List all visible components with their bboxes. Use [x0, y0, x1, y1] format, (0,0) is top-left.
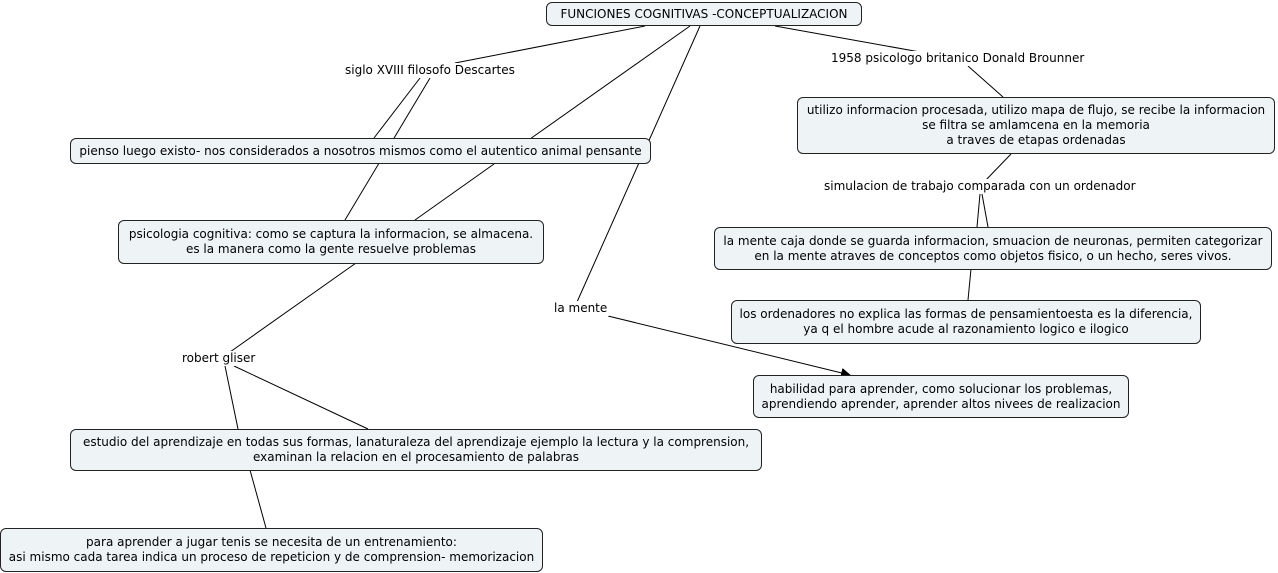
link-root-mente — [576, 25, 701, 303]
concept-utilizo-line-3: a traves de etapas ordenadas — [946, 133, 1126, 147]
link-simulacion-caja-a — [976, 193, 981, 228]
concept-caja[interactable]: la mente caja donde se guarda informacio… — [714, 227, 1272, 270]
root-concept[interactable]: FUNCIONES COGNITIVAS -CONCEPTUALIZACION — [546, 2, 862, 26]
concept-estudio[interactable]: estudio del aprendizaje en todas sus for… — [70, 429, 762, 471]
link-label-descartes: siglo XVIII filosofo Descartes — [343, 63, 517, 78]
concept-utilizo-line-1: utilizo informacion procesada, utilizo m… — [806, 103, 1266, 117]
link-simulacion-caja-b — [981, 193, 989, 228]
link-root-pienso — [529, 25, 691, 140]
root-concept-text: FUNCIONES COGNITIVAS -CONCEPTUALIZACION — [560, 6, 848, 21]
link-label-simulacion: simulacion de trabajo comparada con un o… — [822, 179, 1138, 194]
concept-utilizo-line-2: se filtra se amlamcena en la memoria — [922, 118, 1150, 132]
link-label-mente: la mente — [552, 301, 610, 316]
concept-habilidad-line-1: habilidad para aprender, como solucionar… — [769, 381, 1113, 396]
link-label-gliser: robert gliser — [180, 351, 258, 366]
link-descartes-pienso — [373, 77, 421, 139]
concept-caja-line-1: la mente caja donde se guarda informacio… — [723, 233, 1263, 248]
concept-tenis[interactable]: para aprender a jugar tenis se necesita … — [0, 528, 543, 572]
link-pienso-psicologia — [414, 163, 495, 221]
link-gliser-estudio-b — [233, 365, 369, 430]
link-mente-habilidad — [607, 315, 851, 378]
concept-tenis-line-2: asi mismo cada tarea indica un proceso d… — [8, 550, 535, 564]
concept-pienso-line-1: pienso luego existo- nos considerados a … — [79, 143, 642, 158]
link-root-brounner — [774, 25, 921, 53]
concept-estudio-line-2: examinan la relacion en el procesamiento… — [252, 450, 579, 464]
concept-ordenadores[interactable]: los ordenadores no explica las formas de… — [731, 300, 1201, 344]
concept-psicologia-line-1: psicologia cognitiva: como se captura la… — [128, 227, 534, 241]
concept-ordenadores-line-2: ya q el hombre acude al razonamiento log… — [803, 322, 1129, 336]
link-brounner-utilizo — [967, 65, 1004, 98]
link-gliser-estudio-a — [224, 365, 239, 430]
concept-caja-line-2: en la mente atraves de conceptos como ob… — [754, 248, 1232, 263]
concept-psicologia-line-2: es la manera como la gente resuelve prob… — [185, 242, 477, 256]
concept-pienso[interactable]: pienso luego existo- nos considerados a … — [70, 138, 651, 164]
concept-tenis-line-1: para aprender a jugar tenis se necesita … — [86, 535, 457, 549]
link-label-brounner: 1958 psicologo britanico Donald Brounner — [829, 51, 1087, 66]
concept-ordenadores-line-1: los ordenadores no explica las formas de… — [739, 307, 1193, 321]
link-caja-ordenadores — [967, 268, 972, 301]
concept-estudio-line-1: estudio del aprendizaje en todas sus for… — [82, 435, 750, 449]
concept-psicologia[interactable]: psicologia cognitiva: como se captura la… — [118, 220, 544, 264]
link-psicologia-gliser — [229, 262, 357, 353]
link-utilizo-simulacion — [984, 153, 1012, 182]
concept-habilidad-line-2: aprendiendo aprender, aprender altos niv… — [761, 396, 1121, 411]
link-root-descartes — [454, 25, 646, 64]
concept-habilidad[interactable]: habilidad para aprender, como solucionar… — [753, 375, 1129, 418]
concept-utilizo[interactable]: utilizo informacion procesada, utilizo m… — [797, 97, 1275, 154]
link-estudio-tenis — [249, 469, 267, 529]
